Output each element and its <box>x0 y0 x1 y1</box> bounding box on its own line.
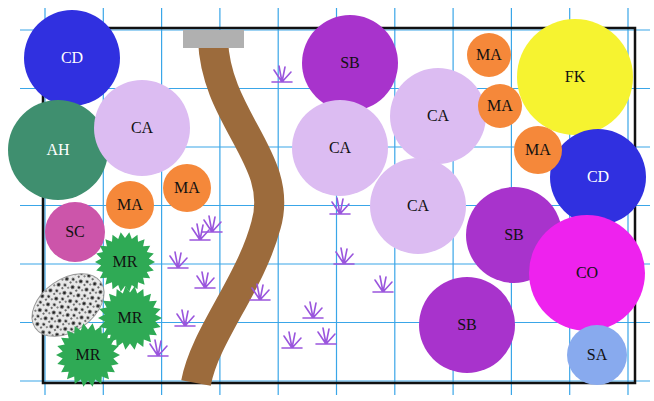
plant-code: MR <box>118 310 143 326</box>
plant-code: CA <box>131 120 153 136</box>
plant-circle: FK <box>517 19 633 135</box>
plant-circle: MA <box>163 164 211 212</box>
plant-circle: AH <box>8 100 108 200</box>
plant-circle: SB <box>419 277 515 373</box>
plant-circle: MA <box>478 84 522 128</box>
plant-circle: CA <box>292 100 388 196</box>
plant-code: AH <box>46 142 69 158</box>
plant-circle: SA <box>567 325 627 385</box>
plant-code: CD <box>61 50 83 66</box>
plant-circle: MA <box>106 181 154 229</box>
plant-circle: CD <box>550 129 646 225</box>
plant-circle: CD <box>24 10 120 106</box>
plant-code: FK <box>565 69 585 85</box>
plant-code: MR <box>76 347 101 363</box>
path-step <box>183 30 244 48</box>
plant-code: CO <box>576 265 598 281</box>
plant-code: SA <box>587 347 607 363</box>
plant-circle: CO <box>529 215 645 331</box>
plant-spiky: MR <box>95 232 155 292</box>
plant-code: SC <box>65 224 85 240</box>
plant-circle: SC <box>45 202 105 262</box>
plant-code: MA <box>476 47 502 63</box>
plant-code: MA <box>525 142 551 158</box>
plant-code: SB <box>457 317 477 333</box>
plant-code: MA <box>117 197 143 213</box>
plant-code: CA <box>407 198 429 214</box>
plant-code: CA <box>329 140 351 156</box>
plant-code: CD <box>587 169 609 185</box>
plant-code: MR <box>113 254 138 270</box>
plant-code: SB <box>504 227 524 243</box>
plant-code: SB <box>340 55 360 71</box>
plant-spiky: MR <box>56 323 120 387</box>
plant-circle: CA <box>390 68 486 164</box>
plant-circle: SB <box>302 15 398 111</box>
plant-circle: MA <box>514 126 562 174</box>
plant-circle: CA <box>370 158 466 254</box>
garden-path <box>196 40 269 383</box>
plant-code: CA <box>427 108 449 124</box>
plant-code: MA <box>174 180 200 196</box>
plant-code: MA <box>487 98 513 114</box>
plant-circle: CA <box>94 80 190 176</box>
plant-circle: MA <box>467 33 511 77</box>
